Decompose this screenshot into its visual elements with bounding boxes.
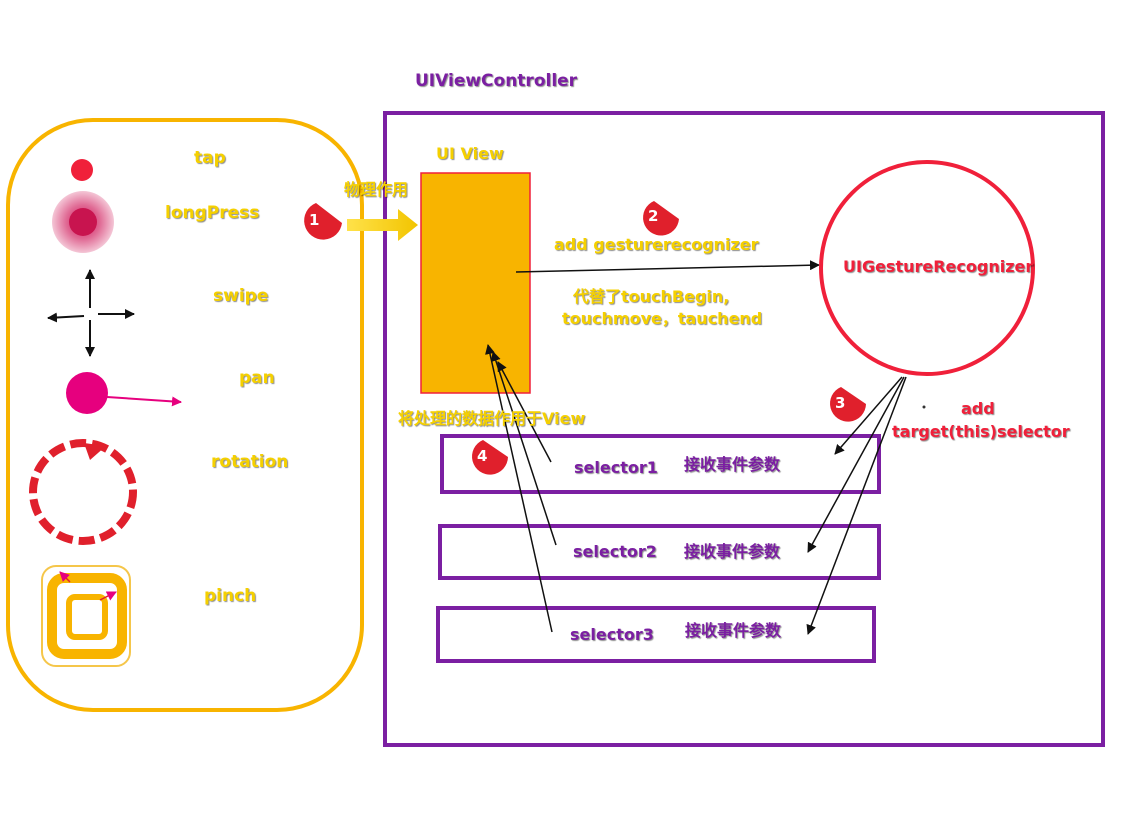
add-recognizer-label: add gesturerecognizer [554,235,759,254]
swipe-icon [47,269,135,357]
selector1-label: selector1 [574,458,658,477]
physical-arrow [347,209,418,241]
selector1-box [440,434,881,494]
gesture-label-rotation: rotation [211,452,289,472]
gesture-label-pan: pan [239,368,275,388]
step-4-number: 4 [477,447,488,465]
step-1-marker [304,203,342,240]
apply-to-view-label: 将处理的数据作用于View [398,409,586,428]
ui-view-label: UI View [436,144,504,163]
pinch-icon [41,565,131,667]
add-recognizer-arrow [515,260,820,273]
selector3-desc: 接收事件参数 [685,621,782,640]
step-1-number: 1 [309,211,320,229]
selector3-label: selector3 [570,625,654,644]
selector3-box [436,606,876,663]
step-2-marker [643,201,679,236]
step-4-marker [472,440,508,475]
replace-touch-line2: touchmove，tauchend [562,309,763,328]
step-2-number: 2 [648,207,659,225]
gesture-panel [6,118,364,712]
long-press-icon [52,191,114,253]
replace-touch-line1: 代替了touchBegin, [573,287,730,306]
target-arrows [806,376,907,635]
gesture-recognizer-circle [819,160,1035,376]
tap-icon [71,159,93,181]
step-3-number: 3 [835,394,846,412]
selector2-desc: 接收事件参数 [684,542,781,561]
recognizer-label: UIGestureRecognizer [843,257,1034,276]
target-label-line1: add [961,399,995,418]
view-controller-title: UIViewController [415,71,578,91]
physical-action-label: 物理作用 [344,180,409,199]
step-3-marker [830,387,866,422]
gesture-label-swipe: swipe [213,286,269,306]
view-controller-frame [383,111,1105,747]
selector2-box [438,524,881,580]
selector2-label: selector2 [573,542,657,561]
selector1-desc: 接收事件参数 [684,455,781,474]
gesture-label-pinch: pinch [204,586,257,606]
gesture-label-longpress: longPress [165,203,260,223]
target-label-line2: target(this)selector [892,422,1070,441]
rotation-icon [29,439,137,545]
pan-icon [66,372,182,414]
gesture-label-tap: tap [194,148,226,168]
apply-arrows [485,344,557,633]
ui-view-box [420,172,531,394]
